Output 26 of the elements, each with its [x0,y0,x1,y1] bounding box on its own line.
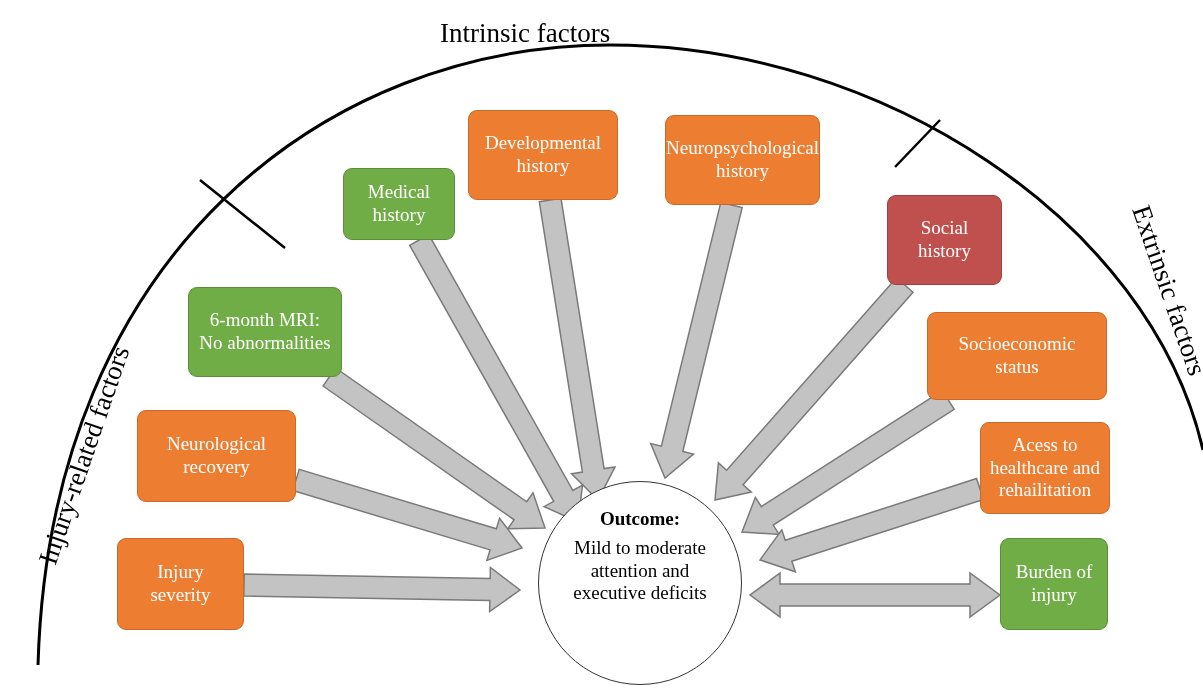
outcome-heading: Outcome: [599,508,681,531]
factor-box [887,195,1002,285]
factor-box [665,115,820,205]
factor-text: 6-month MRI: No abnormalities [198,309,332,355]
factor-text: Mild to moderate attention and executive deficits [572,536,708,606]
factor-box [980,422,1110,514]
block-arrow [243,566,522,613]
factor-box [343,168,455,240]
factor-text: Social history [917,217,972,263]
factor-text: Neurological recovery [165,433,268,479]
factor-text: Medical history [366,181,432,227]
factor-box [1000,538,1108,630]
block-arrow [748,571,1002,619]
factor-box [117,538,244,630]
factor-box [468,110,618,200]
factor-box [137,410,296,502]
section-label: Extrinsic factors [1125,201,1203,380]
factor-box [927,312,1107,400]
factor-text: Neuropsychological history [666,137,819,183]
factor-text: Burden of injury [1014,561,1094,607]
section-label: Intrinsic factors [440,18,611,49]
factor-text: Acess to healthcare and rehailitation [989,433,1101,503]
factor-text: Developmental history [483,132,603,178]
factor-text: Injury severity [149,561,212,607]
factor-box [188,287,342,377]
factor-text: Socioeconomic status [957,333,1077,379]
